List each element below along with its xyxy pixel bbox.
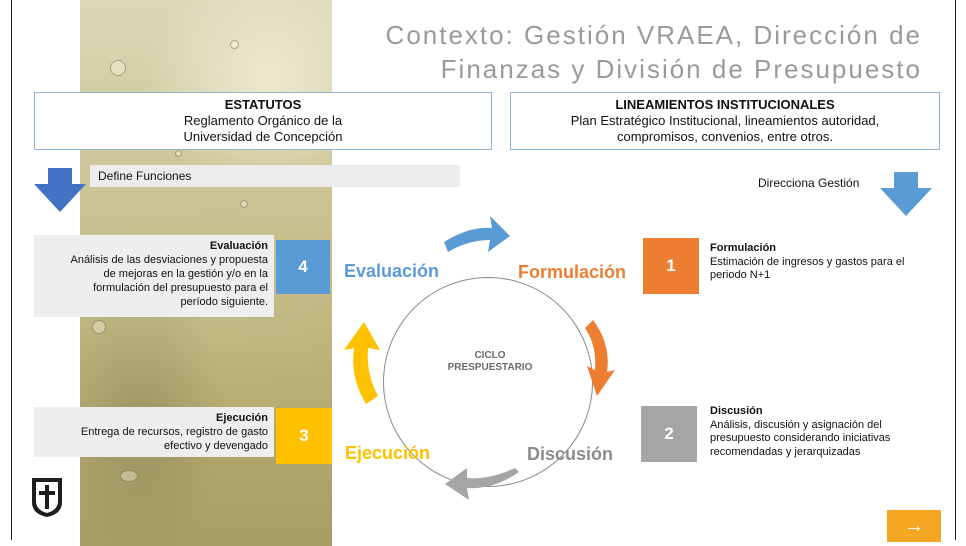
discusion-description: Discusión Análisis, discusión y asignaci…: [710, 405, 890, 459]
title-line-2: Finanzas y División de Presupuesto: [440, 54, 922, 84]
direcciona-gestion-arrow-icon: [880, 172, 932, 216]
ejecucion-desc-line-1: Entrega de recursos, registro de gasto: [80, 426, 268, 438]
discusion-desc-line-2: presupuesto considerando iniciativas: [710, 432, 891, 444]
evaluacion-desc-line-2: de mejoras en la gestión y/o en la: [103, 268, 269, 280]
estatutos-line-2: Universidad de Concepción: [183, 129, 343, 144]
evaluacion-desc-line-4: período siguiente.: [180, 296, 268, 308]
ejecucion-number-badge: 3: [276, 408, 332, 464]
evaluacion-number-badge: 4: [276, 240, 330, 294]
evaluacion-stage-label: Evaluación: [344, 261, 440, 281]
cycle-arrow-orange-icon: [585, 320, 615, 396]
estatutos-line-1: Reglamento Orgánico de la: [183, 113, 343, 128]
evaluacion-desc-line-3: formulación del presupuesto para el: [93, 282, 268, 294]
cycle-center-line-1: CICLO: [474, 350, 506, 361]
discusion-stage-label: Discusión: [527, 444, 614, 464]
define-funciones-label: Define Funciones: [98, 169, 192, 183]
slide-frame: [11, 0, 956, 540]
evaluacion-description: Evaluación Análisis de las desviaciones …: [34, 235, 274, 317]
discusion-heading: Discusión: [710, 405, 763, 417]
ejecucion-heading: Ejecución: [216, 412, 268, 424]
ejecucion-description: Ejecución Entrega de recursos, registro …: [34, 407, 274, 457]
discusion-desc-line-3: recomendadas y jerarquizadas: [710, 445, 861, 458]
discusion-desc-line-1: Análisis, discusión y asignación del: [710, 418, 882, 431]
lineamientos-box: LINEAMIENTOS INSTITUCIONALES Plan Estrat…: [510, 92, 940, 150]
estatutos-heading: ESTATUTOS: [224, 97, 302, 112]
cycle-arrow-blue-icon: [444, 216, 510, 252]
evaluacion-desc-line-1: Análisis de las desviaciones y propuesta: [70, 254, 268, 266]
cycle-center-label: CICLO PRESPUESTARIO: [420, 350, 560, 374]
cycle-arrow-yellow-icon: [344, 322, 380, 404]
formulacion-desc-line-1: Estimación de ingresos y gastos para el: [710, 255, 905, 268]
discusion-number-badge: 2: [641, 406, 697, 462]
evaluacion-heading: Evaluación: [209, 240, 268, 252]
formulacion-desc-line-2: periodo N+1: [710, 269, 771, 281]
lineamientos-heading: LINEAMIENTOS INSTITUCIONALES: [615, 97, 835, 112]
formulacion-heading: Formulación: [710, 242, 777, 254]
ejecucion-desc-line-2: efectivo y devengado: [164, 440, 268, 452]
formulacion-description: Formulación Estimación de ingresos y gas…: [710, 242, 904, 283]
define-funciones-arrow-icon: [34, 168, 86, 212]
slide-title: Contexto: Gestión VRAEA, Dirección de Fi…: [250, 18, 922, 86]
formulacion-number-badge: 1: [643, 238, 699, 294]
define-funciones-band: Define Funciones: [90, 165, 460, 187]
estatutos-box: ESTATUTOS Reglamento Orgánico de la Univ…: [34, 92, 492, 150]
cycle-center-line-2: PRESPUESTARIO: [447, 362, 533, 373]
direcciona-gestion-label: Direcciona Gestión: [758, 176, 860, 190]
cycle-arrow-gray-icon: [445, 468, 519, 500]
lineamientos-line-1: Plan Estratégico Institucional, lineamie…: [570, 113, 880, 128]
ejecucion-stage-label: Ejecución: [345, 443, 431, 463]
next-slide-button[interactable]: →: [887, 510, 941, 542]
arrow-right-icon: →: [904, 514, 924, 537]
lineamientos-line-2: compromisos, convenios, entre otros.: [616, 129, 834, 144]
formulacion-stage-label: Formulación: [518, 262, 627, 282]
title-line-1: Contexto: Gestión VRAEA, Dirección de: [385, 20, 922, 50]
university-crest-icon: [32, 478, 62, 517]
